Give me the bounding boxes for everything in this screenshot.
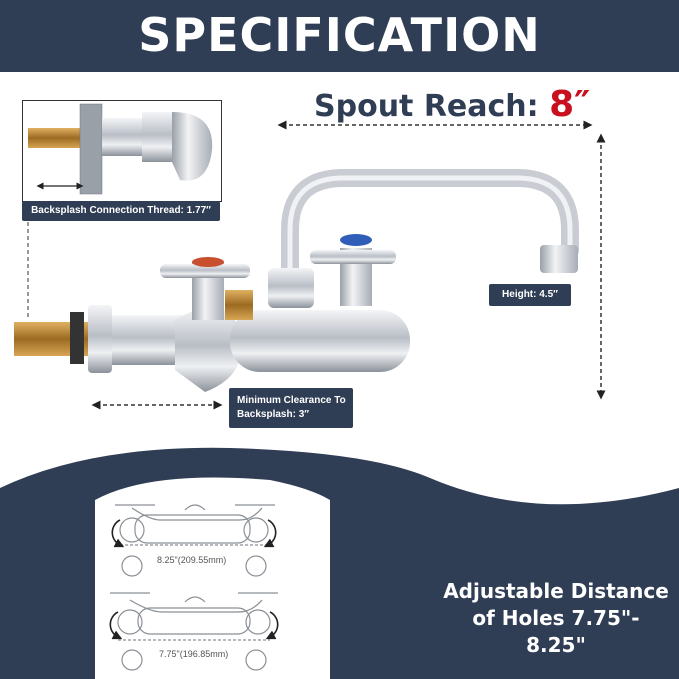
- hole-diagram: [110, 504, 278, 671]
- header-bar: [0, 0, 679, 72]
- inset-shank-graphic: [28, 103, 213, 195]
- height-label: Height: 4.5″: [489, 284, 571, 306]
- rotation-arrows: [109, 519, 279, 640]
- page-title: SPECIFICATION: [138, 8, 541, 62]
- hole-distance-narrow: 7.75"(196.85mm): [159, 649, 229, 659]
- spout-reach-value: 8″: [549, 84, 591, 125]
- adjustable-distance-text: Adjustable Distance of Holes 7.75"- 8.25…: [440, 578, 672, 659]
- hole-distance-wide: 8.25"(209.55mm): [157, 555, 227, 565]
- min-clearance-line1: Minimum Clearance To: [237, 395, 346, 406]
- min-clearance-line2: Backsplash: 3″: [237, 409, 310, 420]
- faucet-graphic: [14, 169, 579, 392]
- adjustable-line1: Adjustable Distance: [443, 579, 669, 603]
- adjustable-line2: of Holes 7.75"- 8.25": [472, 606, 640, 657]
- backsplash-thread-label: Backsplash Connection Thread: 1.77″: [22, 201, 220, 221]
- spout-reach-label: Spout Reach:: [314, 89, 539, 124]
- spout-reach-heading: Spout Reach: 8″: [314, 84, 590, 125]
- diagram-panel: [95, 477, 330, 679]
- min-clearance-label: Minimum Clearance To Backsplash: 3″: [229, 388, 353, 428]
